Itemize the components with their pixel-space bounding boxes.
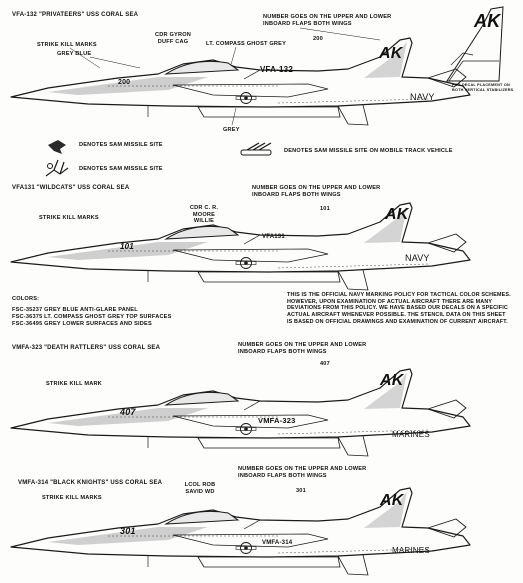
aircraft-3-tail-text: MARINES [392,430,430,439]
aircraft-1-profile [10,37,471,126]
aircraft-4-pilot: LCOL ROB SAVID WD [184,482,216,495]
aircraft-1-title: VFA-132 "PRIVATEERS" USS CORAL SEA [12,12,139,18]
aircraft-2-nose-number: 101 [120,242,134,251]
aircraft-2-tail-text: NAVY [405,253,430,263]
aircraft-1-note-line1: NUMBER GOES ON THE UPPER AND LOWER [263,14,392,20]
aircraft-4-fin-code: AK [380,492,404,509]
sam-site-legend: DENOTES SAM MISSILE SITE [79,142,163,148]
mobile-sam-legend: DENOTES SAM MISSILE SITE ON MOBILE TRACK… [284,148,453,154]
policy-paragraph: THIS IS THE OFFICIAL NAVY MARKING POLICY… [287,292,511,325]
aircraft-4-note-line1: NUMBER GOES ON THE UPPER AND LOWER [238,466,367,472]
aircraft-1-side-text: VFA-132 [260,65,293,74]
aircraft-1-note-line2: INBOARD FLAPS BOTH WINGS [263,21,352,27]
aircraft-1-strike-label: STRIKE KILL MARKS [37,42,97,48]
aircraft-3-side-text: VMFA-323 [258,416,296,425]
aircraft-3-nose-number: 407 [120,407,136,417]
aircraft-1-nose-number: 200 [118,79,131,86]
fin-detail-caption: FOR DECAL PLACEMENT ON BOTH VERTICAL STA… [452,83,514,92]
sam-site-legend-2: DENOTES SAM MISSILE SITE [79,166,163,172]
aircraft-3-note-line1: NUMBER GOES ON THE UPPER AND LOWER [238,342,367,348]
color-item-1: FSC-35237 GREY BLUE ANTI-GLARE PANEL [12,307,138,313]
mobile-sam-icon [240,142,272,156]
colors-heading: COLORS: [12,296,40,302]
grey-blue-callout: GREY BLUE [57,51,92,57]
grey-callout: GREY [223,127,240,133]
sam-site-icon [48,140,66,154]
aircraft-4-nose-number: 301 [120,526,136,536]
aircraft-2-title: VFA131 "WILDCATS" USS CORAL SEA [12,185,130,191]
sam-site-launcher-icon [45,159,69,177]
color-item-3: FSC-36495 GREY LOWER SURFACES AND SIDES [12,321,152,327]
aircraft-4-tail-text: MARINES [392,546,430,555]
fin-detail-code: AK [474,11,501,31]
aircraft-2-note-line2: INBOARD FLAPS BOTH WINGS [252,192,341,198]
aircraft-3-note-line2: INBOARD FLAPS BOTH WINGS [238,349,327,355]
aircraft-3-fin-code: AK [380,372,404,389]
aircraft-4-title: VMFA-314 "BLACK KNIGHTS" USS CORAL SEA [18,480,163,486]
aircraft-3-strike-label: STRIKE KILL MARK [46,381,102,387]
aircraft-4-note-line2: INBOARD FLAPS BOTH WINGS [238,473,327,479]
aircraft-3-flap-number: 407 [320,361,330,367]
aircraft-2-strike-label: STRIKE KILL MARKS [39,215,99,221]
aircraft-4-flap-number: 301 [296,488,306,494]
aircraft-4-side-text: VMFA-314 [262,540,293,546]
aircraft-2-pilot: CDR C. R. MOORE WILLIE [189,205,219,225]
aircraft-1-tail-text: NAVY [410,92,435,102]
aircraft-4-strike-label: STRIKE KILL MARKS [42,495,102,501]
ghost-grey-callout: LT. COMPASS GHOST GREY [206,41,287,47]
aircraft-2-fin-code: AK [385,206,409,223]
aircraft-1-fin-code: AK [379,45,403,62]
aircraft-3-title: VMFA-323 "DEATH RATTLERS" USS CORAL SEA [12,345,161,351]
color-item-2: FSC-36375 LT. COMPASS GHOST GREY TOP SUR… [12,314,172,320]
aircraft-2-note-line1: NUMBER GOES ON THE UPPER AND LOWER [252,185,381,191]
aircraft-2-side-text: VFA131 [262,234,285,240]
aircraft-1-flap-number: 200 [313,36,323,42]
aircraft-1-pilot: CDR GYRON DUFF CAG [155,32,191,45]
aircraft-2-flap-number: 101 [320,206,330,212]
fin-detail-drawing [446,6,504,82]
